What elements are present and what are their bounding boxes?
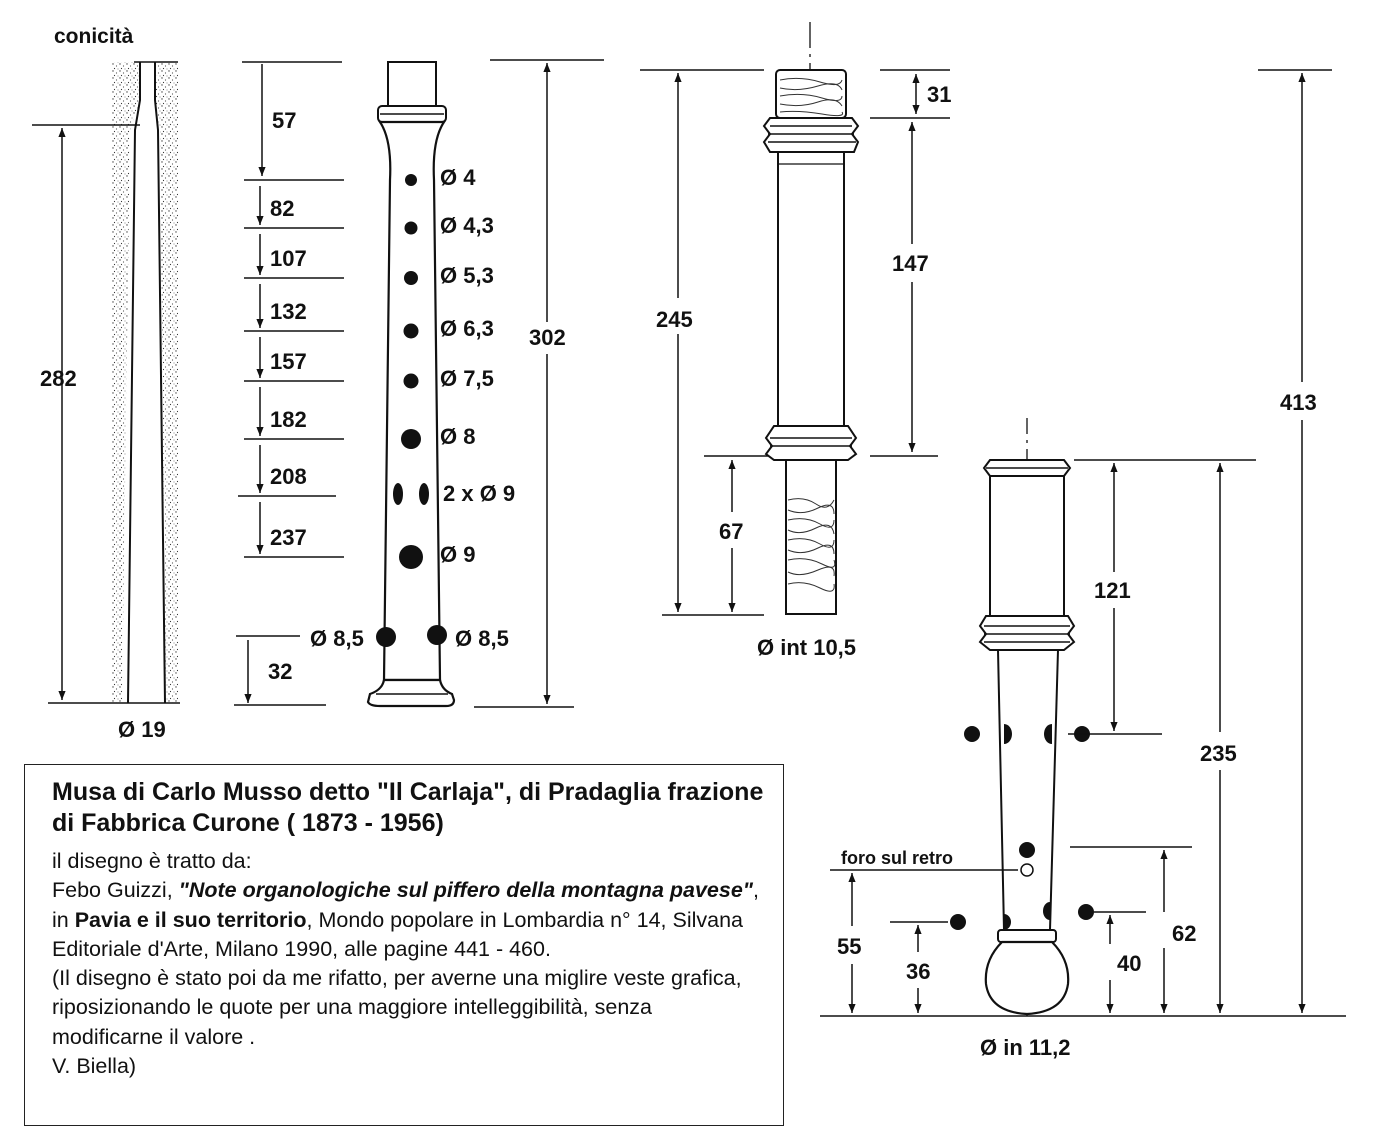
caption-book: Pavia e il suo territorio: [74, 907, 307, 932]
chanter-reed-seat: [387, 61, 437, 107]
caption-author: Febo Guizzi,: [52, 878, 179, 903]
lower-drone-lower-body: [996, 649, 1060, 931]
chanter-hole-distance-label: 82: [270, 196, 294, 221]
chanter-body: [377, 120, 447, 682]
chanter-side-hole-right-label: Ø 8,5: [455, 626, 509, 651]
caption-body: il disegno è tratto da: Febo Guizzi, "No…: [52, 847, 769, 1081]
taper-length-label: 282: [40, 366, 77, 391]
taper-stipple-left: [112, 62, 140, 703]
lower-drone-bottom-collar: [997, 929, 1057, 943]
lower-drone-hole-8: [1078, 904, 1094, 920]
lower-drone-total-label: 235: [1200, 741, 1237, 766]
chanter-hole-distance-label: 107: [270, 246, 307, 271]
lower-drone-back-hole-label: foro sul retro: [841, 848, 953, 868]
chanter-hole-diameter-label: Ø 4: [440, 165, 476, 190]
chanter-hole-dimensions: 82 107 132 157 182 208 237: [238, 179, 344, 558]
taper-section: conicità 282 Ø 19: [32, 25, 180, 742]
taper-stipple-right: [155, 62, 178, 703]
chanter-side-hole-left-label: Ø 8,5: [310, 626, 364, 651]
lower-drone-upper-hole-label: 121: [1094, 578, 1131, 603]
lower-drone-mid-collar: [978, 615, 1076, 651]
upper-drone-bottom-collar: [764, 425, 858, 461]
taper-bore: [127, 62, 166, 704]
chanter-hole-diameter-label: Ø 4,3: [440, 213, 494, 238]
caption-intro: il disegno è tratto da:: [52, 849, 252, 873]
caption-citation: Febo Guizzi, "Note organologiche sul pif…: [52, 876, 769, 964]
lower-drone-dim-62-label: 62: [1172, 921, 1196, 946]
lower-drone-hole-back: [1020, 863, 1034, 877]
caption-title: Musa di Carlo Musso detto "Il Carlaja", …: [52, 778, 764, 837]
chanter-total-length-label: 302: [529, 325, 566, 350]
chanter-hole-distance-label: 237: [270, 525, 307, 550]
caption-article: "Note organologiche sul piffero della mo…: [178, 878, 753, 903]
chanter-hole-diameter-label: Ø 9: [440, 542, 475, 567]
upper-drone-cap-grain: [779, 77, 844, 117]
lower-drone-section: 413 235 121 foro sul retro 55 36 62 40 Ø: [820, 69, 1346, 1060]
chanter-hole-distance-label: 208: [270, 464, 307, 489]
chanter-hole-distance-label: 132: [270, 299, 307, 324]
lower-drone-overall-label: 413: [1280, 390, 1317, 415]
upper-drone-body-label: 147: [892, 251, 929, 276]
lower-drone-hole-7: [1043, 902, 1050, 920]
lower-drone-hole-5: [950, 914, 966, 930]
chanter-side-hole-right: [427, 625, 447, 645]
upper-drone-tenon: [785, 459, 837, 615]
caption-in: , in: [52, 878, 759, 932]
caption-note: (Il disegno è stato poi da me rifatto, p…: [52, 966, 742, 1049]
upper-drone-tenon-label: 67: [719, 519, 743, 544]
chanter-bell: [366, 678, 456, 708]
upper-drone-top-collar: [762, 117, 860, 153]
chanter-hole: [404, 271, 418, 285]
upper-drone-section: 245 31 147 67 Ø int 10,5: [640, 22, 951, 660]
taper-diameter-label: Ø 19: [118, 717, 166, 742]
lower-drone-diameter-label: Ø in 11,2: [980, 1035, 1071, 1060]
chanter-hole-diameter-label: Ø 7,5: [440, 366, 494, 391]
chanter-top-offset-label: 57: [272, 108, 296, 133]
chanter-hole-diameter-label: Ø 5,3: [440, 263, 494, 288]
lower-drone-hole-2: [1004, 724, 1012, 744]
lower-drone-dim-36-label: 36: [906, 959, 930, 984]
lower-drone-hole-1: [964, 726, 980, 742]
chanter-hole: [401, 429, 421, 449]
chanter-side-hole-left: [376, 627, 396, 647]
chanter-hole: [399, 545, 423, 569]
lower-drone-dim-40-label: 40: [1117, 951, 1141, 976]
lower-drone-bulb: [984, 940, 1070, 1016]
chanter-hole: [404, 221, 418, 235]
chanter-hole: [419, 483, 429, 505]
chanter-bottom-offset-label: 32: [268, 659, 292, 684]
chanter-hole-diameter-label: 2 x Ø 9: [443, 481, 515, 506]
upper-drone-total-label: 245: [656, 307, 693, 332]
caption-signature: V. Biella): [52, 1054, 137, 1079]
upper-drone-body: [777, 151, 845, 427]
caption-box: Musa di Carlo Musso detto "Il Carlaja", …: [24, 764, 784, 1126]
chanter-hole: [405, 174, 417, 186]
chanter-section: 57 82 107 132 157 182 208 237 Ø 4 Ø 4,3 Ø 5,3 Ø 6…: [234, 59, 604, 708]
chanter-hole: [403, 323, 419, 339]
lower-drone-dim-55-label: 55: [837, 934, 861, 959]
lower-drone-hole-6: [1004, 914, 1011, 930]
chanter-hole-diameter-label: Ø 6,3: [440, 316, 494, 341]
caption-rest: , Mondo popolare in Lombardia n° 14, Sil…: [52, 907, 744, 961]
lower-drone-upper-body: [989, 475, 1065, 617]
chanter-hole: [393, 483, 403, 505]
chanter-hole-distance-label: 182: [270, 407, 307, 432]
chanter-hole-distance-label: 157: [270, 349, 307, 374]
lower-drone-hole-3: [1044, 724, 1052, 744]
chanter-hole-diameter-label: Ø 8: [440, 424, 475, 449]
upper-drone-diameter-label: Ø int 10,5: [757, 635, 856, 660]
upper-drone-tenon-grain: [787, 498, 836, 592]
chanter-hole: [403, 373, 419, 389]
chanter-holes: Ø 4 Ø 4,3 Ø 5,3 Ø 6,3 Ø 7,5 Ø 8 2 x Ø 9 Ø 9: [393, 165, 515, 569]
upper-drone-cap: [775, 69, 847, 119]
taper-title: conicità: [54, 25, 134, 48]
lower-drone-hole-front: [1019, 842, 1035, 858]
upper-drone-cap-label: 31: [927, 82, 951, 107]
